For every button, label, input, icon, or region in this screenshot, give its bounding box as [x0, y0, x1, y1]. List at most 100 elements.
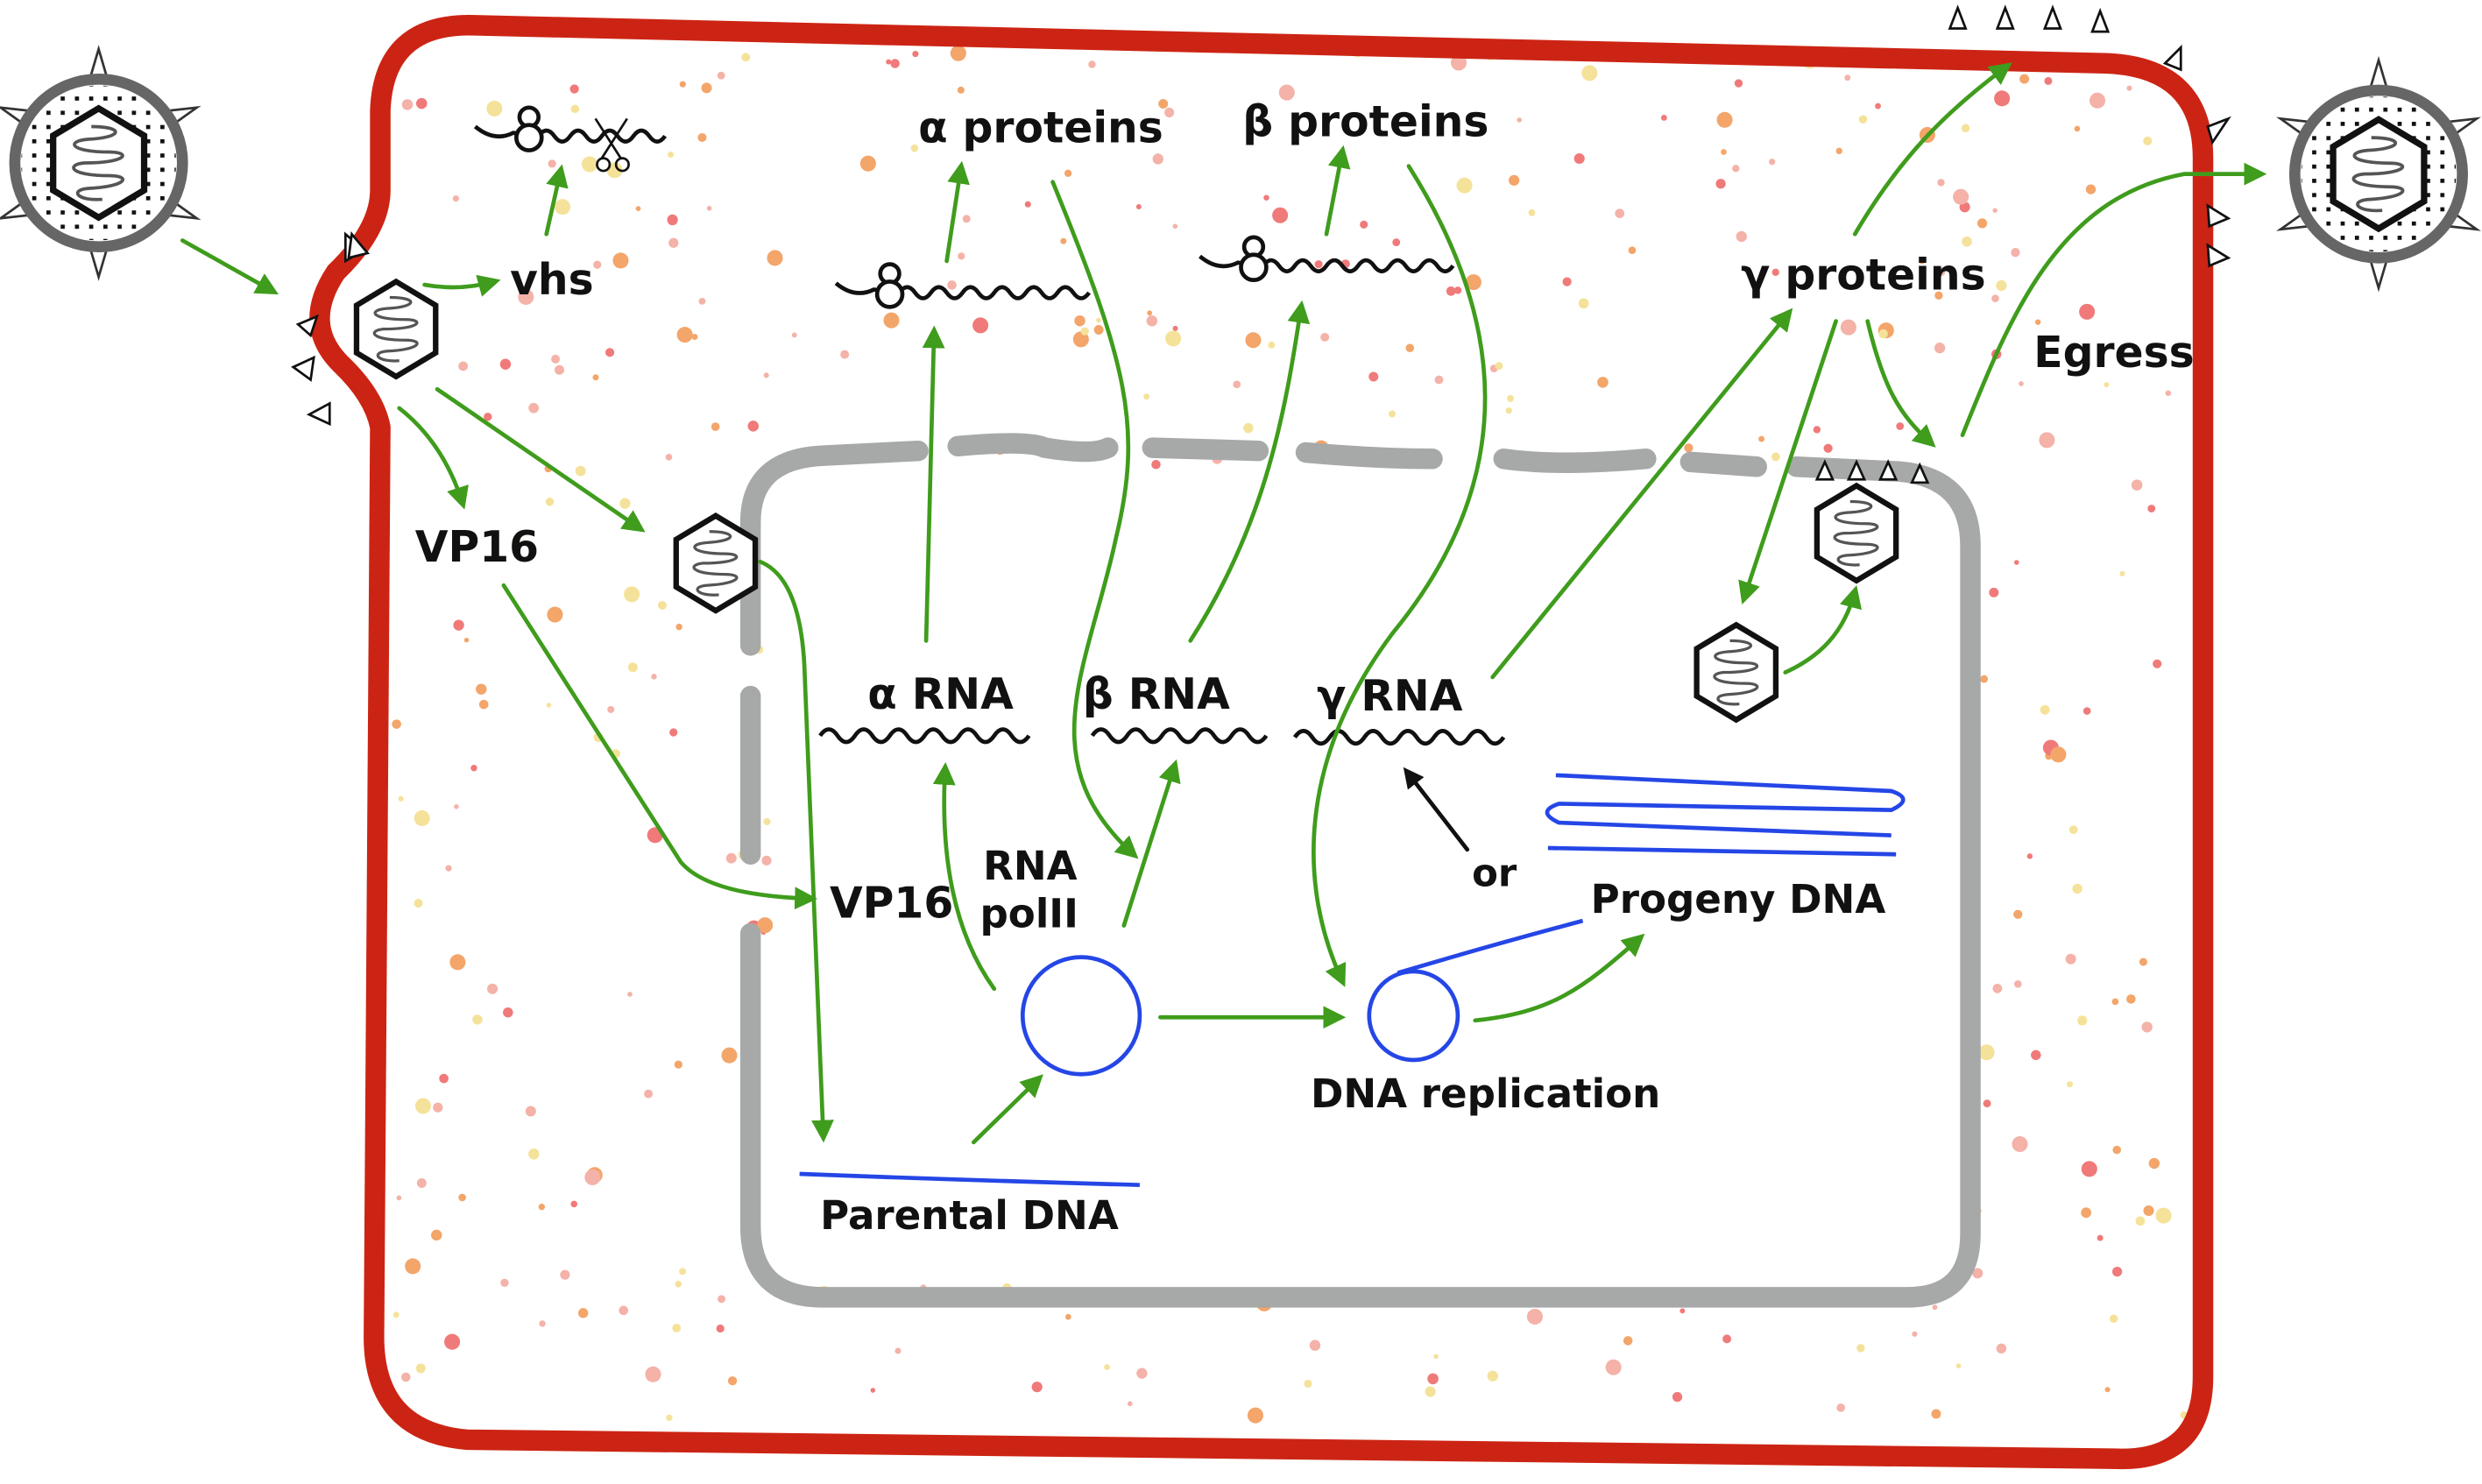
cytoplasm-dot — [2079, 303, 2096, 320]
cytoplasm-dot — [676, 327, 693, 343]
arrow — [758, 559, 834, 1143]
arrow — [435, 386, 646, 533]
cytoplasm-dot — [667, 214, 678, 226]
cytoplasm-dot — [1433, 1353, 1439, 1360]
cytoplasm-dot — [1672, 1392, 1683, 1403]
cytoplasm-dot — [1450, 54, 1467, 71]
cytoplasm-dot — [1172, 223, 1178, 230]
cytoplasm-dot — [1434, 375, 1444, 385]
arrow — [422, 274, 501, 297]
capsid-icon — [357, 281, 435, 376]
cytoplasm-dot — [767, 250, 783, 266]
cytoplasm-dot — [1080, 327, 1089, 336]
cytoplasm-dot — [1734, 79, 1743, 88]
cytoplasm-dot — [433, 1102, 443, 1113]
cytoplasm-dot — [449, 954, 466, 971]
cytoplasm-dot — [1813, 426, 1821, 434]
cytoplasm-dot — [1263, 194, 1269, 201]
cytoplasm-dot — [1368, 371, 1379, 382]
cytoplasm-dot — [1136, 1367, 1148, 1379]
arrow — [397, 406, 469, 510]
label-beta-proteins: β proteins — [1242, 97, 1488, 146]
cytoplasm-dot — [619, 498, 631, 509]
cytoplasm-dot — [2126, 994, 2136, 1004]
cytoplasm-dot — [1152, 153, 1163, 165]
cytoplasm-dot — [635, 206, 641, 211]
cytoplasm-dot — [1074, 314, 1085, 327]
cytoplasm-dot — [1896, 422, 1905, 430]
cytoplasm-dot — [1721, 149, 1727, 155]
cytoplasm-dot — [398, 795, 404, 802]
cytoplasm-dot — [1856, 1344, 1865, 1353]
cytoplasm-dot — [761, 855, 772, 866]
cytoplasm-dot — [1955, 1363, 1962, 1368]
cytoplasm-dot — [500, 1278, 509, 1287]
cytoplasm-dot — [1840, 319, 1856, 336]
cytoplasm-dot — [1679, 1308, 1686, 1314]
cytoplasm-dot — [1392, 238, 1401, 247]
cytoplasm-dot — [2077, 1015, 2088, 1026]
cytoplasm-dot — [1509, 174, 1520, 186]
capsid-icon — [1697, 625, 1776, 719]
cytoplasm-dot — [1405, 343, 1415, 352]
cytoplasm-dot — [2039, 432, 2055, 449]
cytoplasm-dot — [1528, 208, 1536, 216]
cytoplasm-dot — [2013, 909, 2023, 919]
cytoplasm-dot — [644, 1089, 654, 1099]
cytoplasm-dot — [697, 132, 707, 143]
cytoplasm-dot — [414, 809, 430, 826]
cytoplasm-dot — [2081, 1161, 2097, 1177]
cytoplasm-dot — [886, 59, 892, 65]
cytoplasm-dot — [763, 817, 771, 826]
cytoplasm-dot — [1247, 1407, 1263, 1424]
cytoplasm-dot — [612, 252, 629, 269]
mrna-icon — [1199, 235, 1455, 283]
cytoplasm-dot — [947, 280, 957, 290]
parental-dna-strand — [799, 1171, 1140, 1188]
cytoplasm-dot — [1172, 325, 1178, 331]
cytoplasm-dot — [1060, 237, 1067, 244]
pathway-arrows — [180, 62, 2267, 1145]
label-alpha-rna: α RNA — [867, 670, 1014, 719]
label-parental-dna: Parental DNA — [820, 1192, 1119, 1239]
cytoplasm-dot — [718, 1295, 726, 1304]
cytoplasm-dot — [711, 422, 720, 431]
cytoplasm-dot — [2147, 505, 2156, 512]
cytoplasm-dot — [1996, 279, 2007, 292]
cytoplasm-dot — [1272, 207, 1289, 223]
cytoplasm-dot — [1309, 1339, 1321, 1352]
cytoplasm-dot — [619, 1305, 629, 1316]
cytoplasm-dot — [1732, 165, 1740, 173]
cytoplasm-dot — [1623, 1336, 1633, 1346]
label-gamma-rna: γ RNA — [1317, 672, 1463, 721]
cytoplasm-dot — [1517, 117, 1523, 123]
cytoplasm-dot — [840, 350, 850, 359]
cytoplasm-dot — [2019, 381, 2024, 386]
cytoplasm-dot — [1456, 177, 1473, 194]
cytoplasm-dot — [1245, 332, 1262, 349]
label-progeny-dna: Progeny DNA — [1591, 876, 1886, 922]
black-arrow — [1403, 767, 1470, 852]
cytoplasm-dot — [895, 1347, 902, 1354]
cytoplasm-dot — [2111, 1266, 2123, 1277]
cytoplasm-dot — [478, 699, 489, 710]
cytoplasm-dot — [415, 1363, 426, 1374]
cytoplasm-dot — [1684, 443, 1694, 453]
label-rna-polii: RNA — [983, 843, 1078, 889]
cytoplasm-dot — [518, 288, 534, 305]
cytoplasm-dot — [912, 50, 919, 58]
label-egress: Egress — [2033, 329, 2194, 378]
label-vhs: vhs — [510, 256, 594, 305]
cytoplasm-dot — [657, 600, 667, 611]
cytoplasm-dot — [499, 358, 512, 370]
cytoplasm-dot — [2148, 1157, 2160, 1170]
cytoplasm-dot — [1994, 90, 2011, 107]
cytoplasm-dot — [1388, 410, 1397, 418]
cytoplasm-dot — [458, 361, 469, 371]
cytoplasm-dot — [1507, 394, 1515, 402]
cytoplasm-dot — [1615, 208, 1625, 219]
mrna-icon — [473, 105, 668, 152]
cytoplasm-dot — [570, 1200, 578, 1208]
arrow — [1852, 62, 2012, 237]
glycoprotein-spikes — [291, 4, 2231, 484]
